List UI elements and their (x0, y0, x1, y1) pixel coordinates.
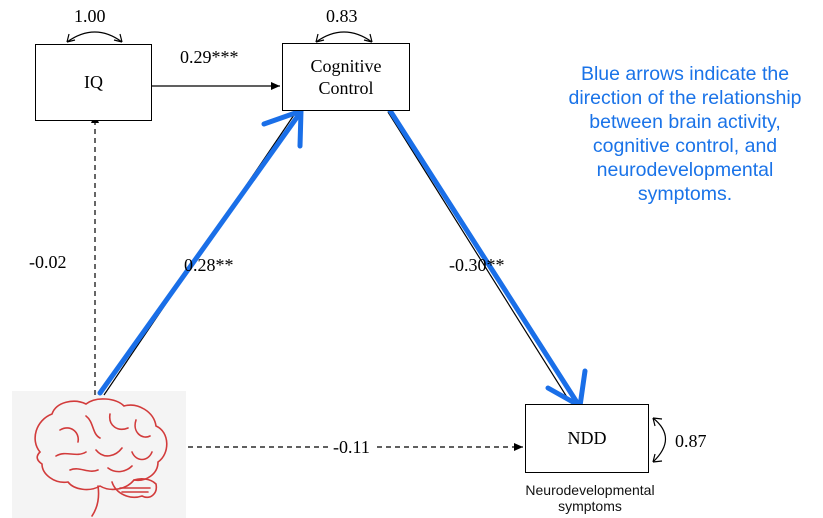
variance-arrow-iq (66, 31, 123, 43)
coef-brain-to-ndd: -0.11 (329, 437, 374, 458)
ndd-caption-line1: Neurodevelopmental (525, 482, 655, 498)
variance-arrow-ndd (652, 417, 667, 463)
node-cognitive-control: Cognitive Control (282, 43, 410, 111)
node-ndd: NDD (525, 404, 649, 473)
coef-brain-to-cc: 0.28** (184, 255, 234, 275)
node-iq-label: IQ (84, 72, 103, 92)
variance-label-ndd: 0.87 (675, 431, 707, 451)
variance-arrow-cc (315, 31, 373, 43)
coef-iq-to-cc: 0.29*** (180, 47, 239, 67)
blue-arrow-cc-to-ndd (379, 95, 581, 407)
ndd-caption: Neurodevelopmental symptoms (500, 482, 680, 514)
blue-arrowhead-cc (261, 108, 304, 149)
annotation-note: Blue arrows indicate the direction of th… (568, 63, 802, 205)
ndd-caption-line2: symptoms (558, 498, 622, 514)
variance-label-iq: 1.00 (74, 6, 106, 26)
coef-cc-to-ndd: -0.30** (449, 255, 505, 275)
node-cc-label-line1: Cognitive (310, 56, 382, 76)
node-ndd-label: NDD (567, 428, 607, 448)
variance-label-cc: 0.83 (326, 6, 358, 26)
blue-arrow-brain-to-cc (97, 110, 303, 396)
arrow-cc-to-ndd-black (387, 111, 571, 403)
brain-icon (34, 398, 168, 517)
node-iq: IQ (35, 44, 152, 121)
coef-brain-to-iq: -0.02 (29, 252, 67, 272)
node-cc-label-line2: Control (318, 78, 374, 98)
